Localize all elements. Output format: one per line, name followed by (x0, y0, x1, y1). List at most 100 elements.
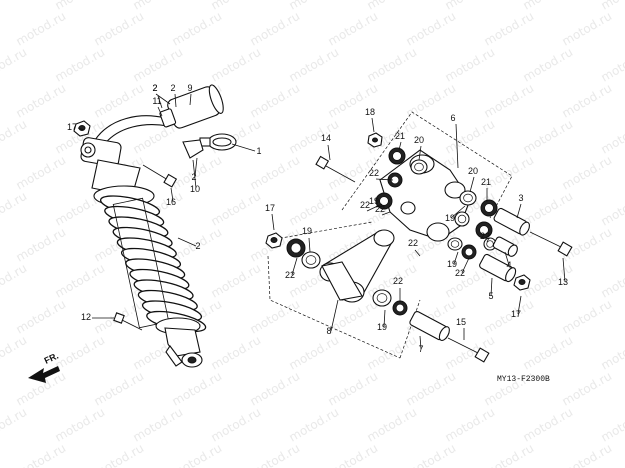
watermark-text: motod.ru (92, 369, 147, 409)
watermark-text: motod.ru (287, 333, 342, 373)
needle-bearing (454, 211, 470, 227)
bolt-15 (447, 337, 490, 363)
leader-line (375, 178, 394, 181)
callout-20: 20 (414, 135, 424, 145)
watermark-text: motod.ru (560, 9, 615, 49)
callout-21: 21 (481, 177, 491, 187)
watermark-text: motod.ru (521, 333, 576, 373)
leader-lines (77, 93, 566, 350)
leader-line (157, 106, 163, 117)
leader-line (381, 211, 391, 216)
collar-3 (493, 207, 530, 236)
watermark-text: motod.ru (170, 9, 225, 49)
watermark-text: motod.ru (14, 441, 69, 468)
rear-shock-absorber (80, 84, 237, 368)
callout-14: 14 (321, 133, 331, 143)
watermark-text: motod.ru (599, 45, 625, 85)
callout-22: 22 (393, 276, 403, 286)
leader-line (189, 93, 192, 106)
dust-seal (480, 199, 498, 217)
watermark-text: motod.ru (482, 81, 537, 121)
callout-22: 22 (375, 204, 385, 214)
callout-22: 22 (360, 200, 370, 210)
watermark-text: motod.ru (92, 9, 147, 49)
shock-top-mount (80, 137, 122, 167)
watermark-text: motod.ru (404, 9, 459, 49)
collar-7 (409, 310, 450, 342)
callout-22: 22 (455, 268, 465, 278)
bolt-12 (113, 312, 143, 331)
leader-line (461, 257, 470, 274)
callout-19: 19 (369, 196, 379, 206)
callout-12: 12 (81, 312, 91, 322)
leader-line (486, 237, 490, 243)
watermark-text: motod.ru (404, 441, 459, 468)
leader-line (375, 205, 384, 208)
leader-line (308, 237, 311, 253)
callout-1: 1 (256, 146, 261, 156)
leader-line (490, 277, 493, 297)
needle-bearing (447, 237, 463, 251)
watermark-text: motod.ru (365, 405, 420, 445)
damper-rod (112, 197, 170, 329)
watermark-text: motod.ru (209, 45, 264, 85)
watermark-text: motod.ru (248, 153, 303, 193)
watermark-text: motod.ru (92, 81, 147, 121)
dust-seal (461, 244, 477, 260)
callout-5: 5 (488, 291, 493, 301)
callout-17: 17 (67, 122, 77, 132)
leader-line (327, 144, 331, 161)
watermark-text: motod.ru (14, 153, 69, 193)
watermark-text: motod.ru (326, 369, 381, 409)
bearings-and-seals (286, 147, 498, 316)
watermark-text: motod.ru (521, 45, 576, 85)
leader-line (453, 251, 459, 265)
watermark-text: motod.ru (0, 189, 29, 229)
leader-line (174, 93, 177, 108)
leader-line (455, 123, 459, 169)
watermark-text: motod.ru (560, 441, 615, 468)
watermark-text: motod.ru (53, 261, 108, 301)
callout-22: 22 (369, 168, 379, 178)
watermark-text: motod.ru (521, 405, 576, 445)
watermark-text: motod.ru (560, 81, 615, 121)
watermark-text: motod.ru (131, 45, 186, 85)
nut-18 (367, 132, 383, 148)
callout-2: 2 (152, 83, 157, 93)
watermark-text: motod.ru (599, 405, 625, 445)
leader-line (517, 295, 522, 315)
watermark-text: motod.ru (0, 333, 29, 373)
callout-6: 6 (450, 113, 455, 123)
leader-line (366, 203, 383, 212)
callout-2: 2 (191, 172, 196, 182)
callout-17: 17 (265, 203, 275, 213)
watermark-text: motod.ru (560, 297, 615, 337)
leader-line (77, 127, 85, 131)
callout-10: 10 (190, 184, 200, 194)
leader-line (562, 257, 566, 283)
watermark-text: motod.ru (326, 441, 381, 468)
watermark-text: motod.ru (209, 261, 264, 301)
watermark-text: motod.ru (287, 189, 342, 229)
watermark-text: motod.ru (560, 153, 615, 193)
watermark-text: motod.ru (0, 0, 29, 13)
watermark-text: motod.ru (209, 333, 264, 373)
watermark-text: motod.ru (443, 45, 498, 85)
watermark-text: motod.ru (0, 405, 29, 445)
leader-line (155, 93, 171, 105)
callout-9: 9 (187, 83, 192, 93)
watermark-text: motod.ru (599, 261, 625, 301)
dust-seal (392, 300, 408, 316)
adjuster-bracket (182, 139, 204, 159)
callout-11: 11 (152, 96, 161, 106)
callout-labels: 1222223456789101112131415161717171819191… (67, 83, 568, 354)
group-6-outline (341, 111, 513, 219)
leader-line (194, 157, 198, 177)
needle-bearing (483, 237, 497, 251)
callout-8: 8 (326, 326, 331, 336)
watermark-text: motod.ru (365, 333, 420, 373)
watermark-text: motod.ru (14, 9, 69, 49)
collar-4 (492, 236, 518, 257)
watermark-text: motod.ru (53, 45, 108, 85)
